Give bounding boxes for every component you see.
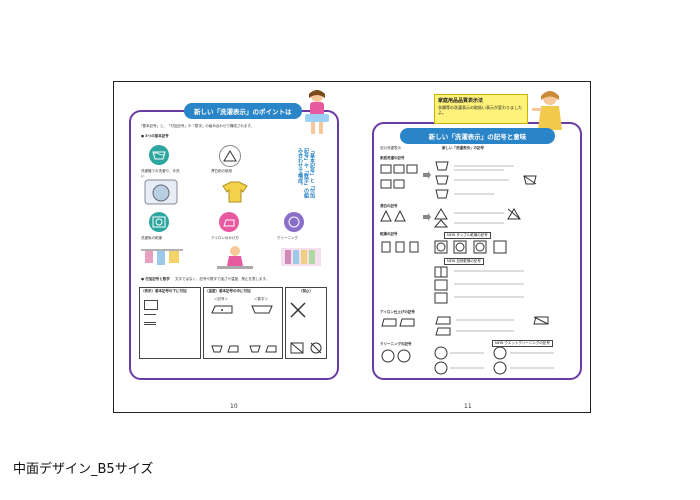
col-head-new: 新しい「洗濯表示」の記号 [442,146,484,150]
iron-dots-icon [211,305,233,314]
two-bar-icon-b [144,324,156,325]
dry-cleaning-illustration [281,248,321,266]
tag-tumble: NEW タンブル乾燥の記号 [444,232,491,239]
old-cleaning-symbols [381,349,411,363]
table-col-prohibited: 〈禁止〉 [285,287,327,359]
wash-symbol-icon [144,300,158,310]
old-wash-symbols [380,164,418,189]
prohibited-examples-icon [290,342,322,354]
example-symbols-row [211,345,277,353]
ironing-woman-illustration [217,246,253,269]
hanging-clothes-illustration [141,249,183,265]
caption: 中面デザイン_B5サイズ [13,462,154,477]
table-header-3: 〈禁止〉 [299,289,313,293]
new-iron-symbols [435,316,549,336]
woman-illustration [305,90,329,134]
dry-text: 洗濯後の乾燥 [141,236,162,240]
right-page: 家庭用品品質表示法 衣類等の洗濯表示の取扱い表示が変わりましたよ。 新しい「洗濯… [372,90,582,390]
iron-badge [219,212,239,232]
section2-text: 文字ではなく、記号や数字で強さや温度、禁止を表します。 [175,277,270,281]
bleach-text: 漂白剤の使用 [211,169,232,173]
new-wash-symbols [435,161,537,199]
section-dry: 乾燥の記号 [380,232,398,236]
new-cleaning-symbols [434,346,554,375]
table-header-1: 〈表示〉基本記号の下に付加 [141,289,187,293]
two-bar-icon-a [144,322,156,323]
table-col-indicator: 〈表示〉基本記号の下に付加 [139,287,201,359]
shirt-illustration [222,181,248,203]
booklet-spread: 新しい「洗濯表示」のポイントは 「基本記号」と、「付加記号」や「数字」の組み合わ… [113,81,591,413]
table-col-temperature: 〈温度〉基本記号の中に付加 ＜記号＞ ＜数字＞ [203,287,283,359]
right-banner: 新しい「洗濯表示」の記号と意味 [400,128,555,144]
vertical-note: 「基本記号」と「付加記号」や「数字」の組み合わせで構成。 [297,148,315,198]
iron-text: アイロンのかけ方 [211,236,239,240]
wash-text: 洗濯機での洗濯や、手洗い [141,169,180,178]
left-page: 新しい「洗濯表示」のポイントは 「基本記号」と、「付加記号」や「数字」の組み合わ… [129,90,339,390]
table-sub-number: ＜数字＞ [254,297,268,301]
section-iron: アイロン仕上げの記号 [380,310,415,314]
col-head-old: 旧の洗濯表示 [380,146,401,150]
new-natural-dry-symbols [434,266,524,304]
callout-text: 衣類等の洗濯表示の取扱い表示が変わりましたよ。 [438,105,522,115]
callout-title: 家庭用品品質表示法 [438,98,484,104]
new-tumble-symbols [434,240,507,254]
washing-machine-illustration [144,179,178,205]
section2-title: ● 付加記号と数字 [141,277,170,281]
cleaning-text: クリーニング [277,236,298,240]
right-page-number: 11 [464,403,472,410]
left-intro: 「基本記号」と、「付加記号」や「数字」の組み合わせで構成されます。 [139,124,255,128]
tag-wet: NEW ウエットクリーニングの記号 [492,340,553,347]
wash-badge [149,145,169,165]
section-bleach: 漂白の記号 [380,204,398,208]
table-sub-symbol: ＜記号＞ [214,297,228,301]
dry-badge [149,212,169,232]
cleaning-badge [284,212,304,232]
section-cleaning: クリーニングの記号 [380,342,412,346]
section1-title: ● 5つの基本記号 [141,134,169,138]
section-wash: 家庭洗濯の記号 [380,156,405,160]
wash-temp-icon [251,305,273,314]
callout-box: 家庭用品品質表示法 衣類等の洗濯表示の取扱い表示が変わりましたよ。 [434,94,528,124]
old-bleach-symbols [380,210,406,222]
bleach-badge [219,145,241,167]
new-bleach-symbols [434,208,521,228]
arrow-icon-2 [423,213,431,221]
table-header-2: 〈温度〉基本記号の中に付加 [205,289,251,293]
tag-natural: NEW 自然乾燥の記号 [444,258,484,265]
old-iron-symbols [381,318,415,327]
one-bar-icon [144,314,156,315]
left-page-number: 10 [230,403,238,410]
left-banner: 新しい「洗濯表示」のポイントは [184,103,302,119]
prohibited-x-icon [290,302,306,318]
presenter-woman-illustration [532,91,562,130]
old-dry-symbols [381,241,419,253]
arrow-icon [423,171,431,179]
